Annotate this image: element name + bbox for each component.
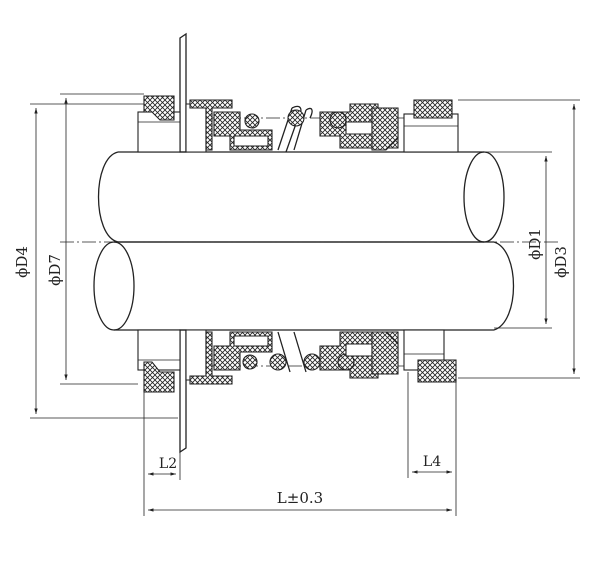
label-l4: L4 [423, 454, 441, 470]
gland-plate [179, 32, 187, 454]
shaft-lower-right-end [493, 241, 515, 331]
shaft-upper-left-end [97, 151, 119, 243]
label-d4: ϕD4 [13, 246, 31, 278]
shaft-lower-left-end [93, 241, 135, 331]
dimension-d3 [458, 99, 580, 379]
spring-upper [277, 105, 313, 153]
label-l2: L2 [159, 456, 177, 472]
label-d1: ϕD1 [526, 228, 544, 260]
shaft [93, 151, 515, 331]
label-d7: ϕD7 [46, 254, 64, 286]
label-d3: ϕD3 [552, 246, 570, 278]
spring-lower [277, 331, 307, 373]
dimension-d1 [484, 151, 552, 329]
dimension-d7 [60, 93, 144, 385]
shaft-lower-outline [114, 241, 494, 331]
dimension-l4 [407, 372, 457, 516]
upper-seal-assembly [137, 95, 459, 153]
shaft-upper-right-end [463, 151, 505, 243]
center-lines [60, 117, 560, 367]
dimension-d4 [30, 103, 178, 419]
dimension-l2 [143, 392, 181, 516]
label-l: L±0.3 [277, 489, 323, 507]
shaft-upper-outline [118, 151, 484, 243]
lower-seal-assembly [137, 329, 457, 393]
